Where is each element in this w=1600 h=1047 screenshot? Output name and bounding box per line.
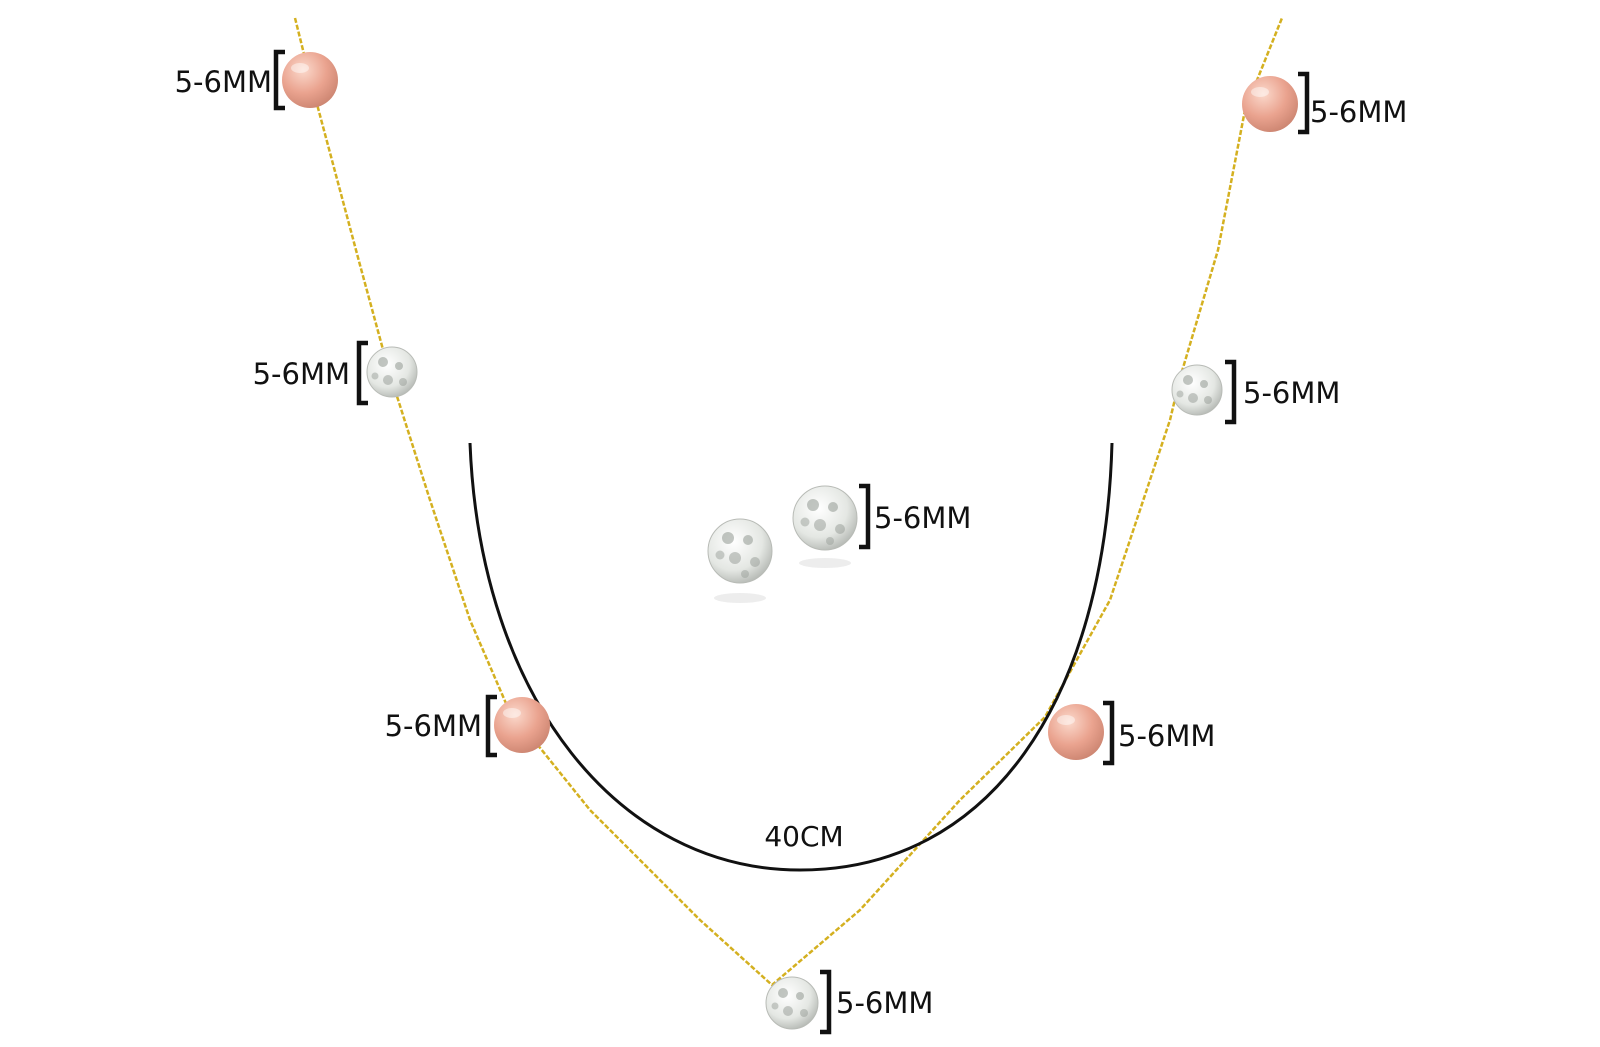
size-bracket xyxy=(859,483,871,550)
bead-size-label: 5-6MM xyxy=(1118,719,1215,753)
pearl-bead xyxy=(1048,704,1104,760)
length-curve xyxy=(468,442,1114,872)
bead-size-label: 5-6MM xyxy=(874,501,971,535)
size-bracket xyxy=(485,694,497,758)
size-bracket xyxy=(273,49,285,111)
bead-size-label: 5-6MM xyxy=(1310,95,1407,129)
size-bracket xyxy=(1225,359,1237,425)
crystal-bead xyxy=(765,976,819,1030)
pearl-bead xyxy=(494,697,550,753)
size-bracket xyxy=(1298,71,1310,135)
pearl-bead xyxy=(1242,76,1298,132)
bead-size-label: 5-6MM xyxy=(1243,376,1340,410)
length-label: 40CM xyxy=(764,820,843,853)
size-bracket xyxy=(356,340,368,406)
size-bracket xyxy=(1103,700,1115,766)
crystal-bead xyxy=(1171,364,1223,416)
bead-size-label: 5-6MM xyxy=(385,709,482,743)
bead-size-label: 5-6MM xyxy=(175,65,272,99)
crystal-earring-left xyxy=(707,518,773,603)
bead-size-label: 5-6MM xyxy=(253,357,350,391)
crystal-bead xyxy=(366,346,418,398)
crystal-earring-right xyxy=(792,485,858,568)
bead-size-label: 5-6MM xyxy=(836,986,933,1020)
pearl-bead xyxy=(282,52,338,108)
size-bracket xyxy=(820,969,832,1035)
